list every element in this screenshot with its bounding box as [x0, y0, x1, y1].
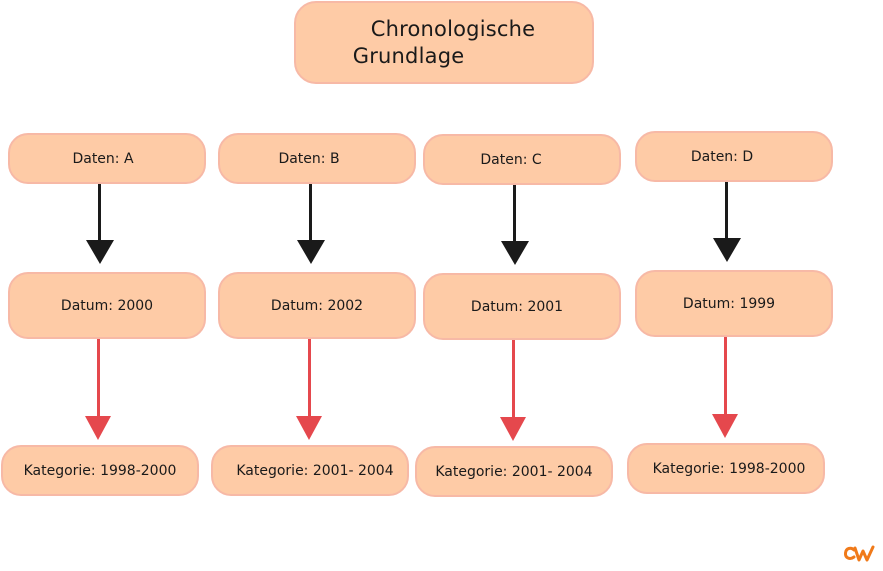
daten-node-d: Daten: D — [635, 131, 833, 182]
kategorie-node-d: Kategorie: 1998-2000 — [627, 443, 825, 494]
title-line-2: Grundlage — [352, 43, 465, 68]
arrow-shaft-c2 — [512, 340, 515, 418]
arrow-head-c2 — [500, 417, 526, 441]
title-line-1: Chronologische — [370, 16, 536, 41]
arrow-head-d1 — [713, 238, 741, 262]
datum-node-a: Datum: 2000 — [8, 272, 206, 339]
kategorie-label: Kategorie: 2001- 2004 — [435, 463, 593, 480]
daten-label: Daten: C — [480, 151, 542, 168]
arrow-shaft-b1 — [309, 184, 312, 242]
daten-label: Daten: B — [278, 150, 340, 167]
datum-node-c: Datum: 2001 — [423, 273, 621, 340]
datum-node-b: Datum: 2002 — [218, 272, 416, 339]
arrow-head-a1 — [86, 240, 114, 264]
arrow-head-b2 — [296, 416, 322, 440]
kategorie-node-c: Kategorie: 2001- 2004 — [415, 446, 613, 497]
arrow-shaft-a1 — [98, 184, 101, 242]
arrow-head-b1 — [297, 240, 325, 264]
cw-logo-icon — [843, 544, 877, 569]
daten-label: Daten: D — [690, 148, 754, 165]
daten-node-a: Daten: A — [8, 133, 206, 184]
kategorie-node-a: Kategorie: 1998-2000 — [1, 445, 199, 496]
datum-node-d: Datum: 1999 — [635, 270, 833, 337]
daten-label: Daten: A — [72, 150, 134, 167]
arrow-head-c1 — [501, 241, 529, 265]
arrow-shaft-d1 — [725, 182, 728, 240]
datum-label: Datum: 1999 — [682, 295, 776, 312]
kategorie-node-b: Kategorie: 2001- 2004 — [211, 445, 409, 496]
daten-node-b: Daten: B — [218, 133, 416, 184]
title-node: Chronologische Grundlage — [294, 1, 594, 84]
datum-label: Datum: 2002 — [270, 297, 364, 314]
daten-node-c: Daten: C — [423, 134, 621, 185]
datum-label: Datum: 2000 — [60, 297, 154, 314]
datum-label: Datum: 2001 — [470, 298, 564, 315]
title-text: Chronologische Grundlage — [353, 16, 536, 70]
kategorie-label: Kategorie: 2001- 2004 — [236, 462, 394, 479]
arrow-shaft-d2 — [724, 337, 727, 415]
kategorie-label: Kategorie: 1998-2000 — [23, 462, 177, 479]
arrow-shaft-a2 — [97, 339, 100, 417]
arrow-shaft-b2 — [308, 339, 311, 417]
arrow-head-a2 — [85, 416, 111, 440]
arrow-head-d2 — [712, 414, 738, 438]
kategorie-label: Kategorie: 1998-2000 — [652, 460, 806, 477]
cw-logo-icon-svg — [843, 545, 875, 562]
arrow-shaft-c1 — [513, 185, 516, 243]
